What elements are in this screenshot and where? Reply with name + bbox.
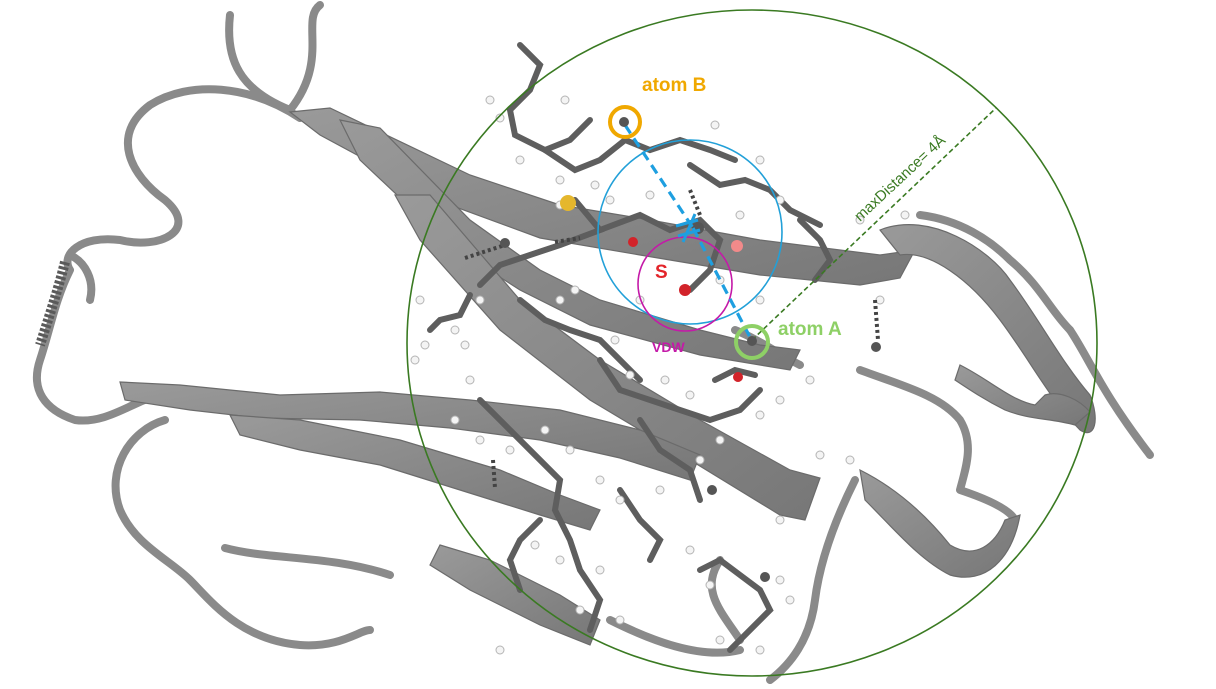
atom-b xyxy=(619,117,629,127)
sulfur-label: S xyxy=(655,262,668,283)
atom-a xyxy=(747,336,757,346)
distance-dashed-lines xyxy=(623,124,754,342)
protein-beta-sheets xyxy=(119,107,1096,646)
atom-b-label: atom B xyxy=(642,75,706,96)
max-distance-radius xyxy=(751,107,997,341)
max-distance-circle xyxy=(406,9,1098,677)
center-contact-circle xyxy=(597,139,783,325)
side-chain-sticks xyxy=(427,42,834,653)
hydrogen-atoms xyxy=(410,95,910,655)
atom-a-ring xyxy=(734,324,770,360)
atom-b-ring xyxy=(608,105,642,139)
atom-a-label: atom A xyxy=(778,319,842,340)
vdw-label: VDW xyxy=(652,339,685,355)
hydrogen-bond-contacts xyxy=(464,189,880,489)
not-equal-marker xyxy=(675,213,701,243)
max-distance-label: maxDistance= 4Å xyxy=(851,132,949,225)
sulfur-atom xyxy=(560,195,576,211)
protein-coil-loops xyxy=(32,1,1154,684)
